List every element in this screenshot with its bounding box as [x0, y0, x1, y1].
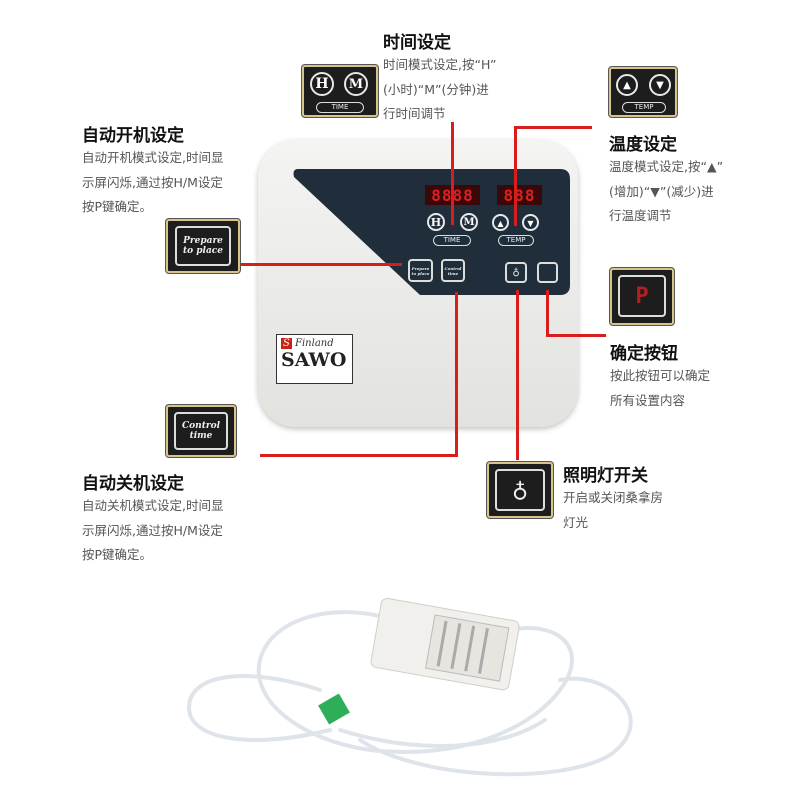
minute-button[interactable]: M — [460, 213, 478, 231]
desc-line: 时间模式设定,按“H” — [383, 57, 497, 72]
desc-line: 开启或关闭桑拿房 — [563, 490, 664, 505]
light-section: 照明灯开关 开启或关闭桑拿房 灯光 — [563, 461, 663, 535]
confirm-display-icon: P — [610, 268, 674, 325]
desc-line: 按此按钮可以确定 — [610, 368, 711, 383]
temp-icon-label: TEMP — [622, 102, 666, 113]
desc-line: 自动开机模式设定,时间显 — [82, 150, 224, 165]
temp-down-button[interactable]: ▼ — [522, 214, 539, 231]
desc-line: 温度模式设定,按“▲” — [609, 159, 724, 174]
brand-name: SAWO — [281, 349, 347, 371]
confirm-callout-line-h — [546, 334, 606, 337]
auto-on-callout-line — [240, 263, 402, 266]
temp-setting-title: 温度设定 — [609, 135, 677, 155]
auto-off-callout-line — [260, 454, 458, 457]
auto-on-title: 自动开机设定 — [82, 126, 184, 146]
desc-line: 行温度调节 — [609, 208, 672, 223]
confirm-title: 确定按钮 — [610, 344, 678, 364]
desc-line: 按P键确定。 — [82, 547, 153, 562]
control-time-icon-label: Control time — [174, 412, 228, 450]
prepare-icon-label: Prepare to place — [175, 226, 231, 266]
confirm-callout-line — [546, 290, 549, 337]
auto-off-title: 自动关机设定 — [82, 474, 184, 494]
desc-line: (增加)“▼”(减少)进 — [609, 183, 714, 199]
prepare-icon: Prepare to place — [166, 219, 240, 273]
brand-sub: Finland — [295, 338, 334, 349]
temp-callout-line — [514, 126, 592, 129]
auto-off-callout-line-v — [455, 292, 458, 457]
desc-line: 所有设置内容 — [610, 392, 686, 408]
auto-on-section: 自动开机设定 自动开机模式设定,时间显 示屏闪烁,通过按H/M设定 按P键确定。 — [82, 121, 223, 220]
time-setting-title: 时间设定 — [383, 33, 451, 53]
arrow-down-icon: ▼ — [649, 74, 671, 96]
brand-logo: S Finland SAWO — [276, 334, 353, 384]
light-title: 照明灯开关 — [563, 466, 648, 486]
desc-line: 行时间调节 — [383, 106, 446, 121]
hour-button[interactable]: H — [427, 213, 445, 231]
h-icon: H — [310, 72, 334, 96]
desc-line: (小时)“M”(分钟)进 — [383, 81, 489, 97]
temp-buttons-icon: ▲ ▼ TEMP — [609, 67, 677, 117]
desc-line: 按P键确定。 — [82, 199, 153, 214]
time-buttons-icon: H M TIME — [302, 65, 378, 117]
m-icon: M — [344, 72, 368, 96]
desc-line: 示屏闪烁,通过按H/M设定 — [82, 174, 223, 190]
prepare-button[interactable]: Prepare to place — [408, 259, 433, 282]
temp-setting-section: 温度设定 温度模式设定,按“▲” (增加)“▼”(减少)进 行温度调节 — [609, 130, 723, 229]
control-time-icon: Control time — [166, 405, 236, 457]
temp-label: TEMP — [498, 235, 534, 246]
temp-callout-line-v — [514, 126, 517, 226]
time-callout-line — [451, 122, 454, 225]
desc-line: 灯光 — [563, 514, 589, 530]
temperature-sensor-cable — [187, 597, 633, 777]
time-setting-section: 时间设定 时间模式设定,按“H” (小时)“M”(分钟)进 行时间调节 — [383, 28, 496, 127]
auto-off-section: 自动关机设定 自动关机模式设定,时间显 示屏闪烁,通过按H/M设定 按P键确定。 — [82, 469, 223, 568]
time-icon-label: TIME — [316, 102, 364, 113]
confirm-button[interactable] — [537, 262, 558, 283]
temp-up-button[interactable]: ▲ — [492, 214, 509, 231]
time-label: TIME — [433, 235, 471, 246]
p-display: P — [618, 275, 666, 317]
arrow-up-icon: ▲ — [616, 74, 638, 96]
temp-display: 888 — [497, 185, 542, 205]
control-time-button[interactable]: Control time — [441, 259, 465, 282]
light-bulb-icon: ♁ — [487, 462, 553, 518]
desc-line: 示屏闪烁,通过按H/M设定 — [82, 522, 223, 538]
desc-line: 自动关机模式设定,时间显 — [82, 498, 224, 513]
light-button[interactable]: ♁ — [505, 262, 527, 283]
confirm-section: 确定按钮 按此按钮可以确定 所有设置内容 — [610, 339, 710, 413]
bulb-icon: ♁ — [495, 469, 545, 511]
light-callout-line — [516, 290, 519, 460]
